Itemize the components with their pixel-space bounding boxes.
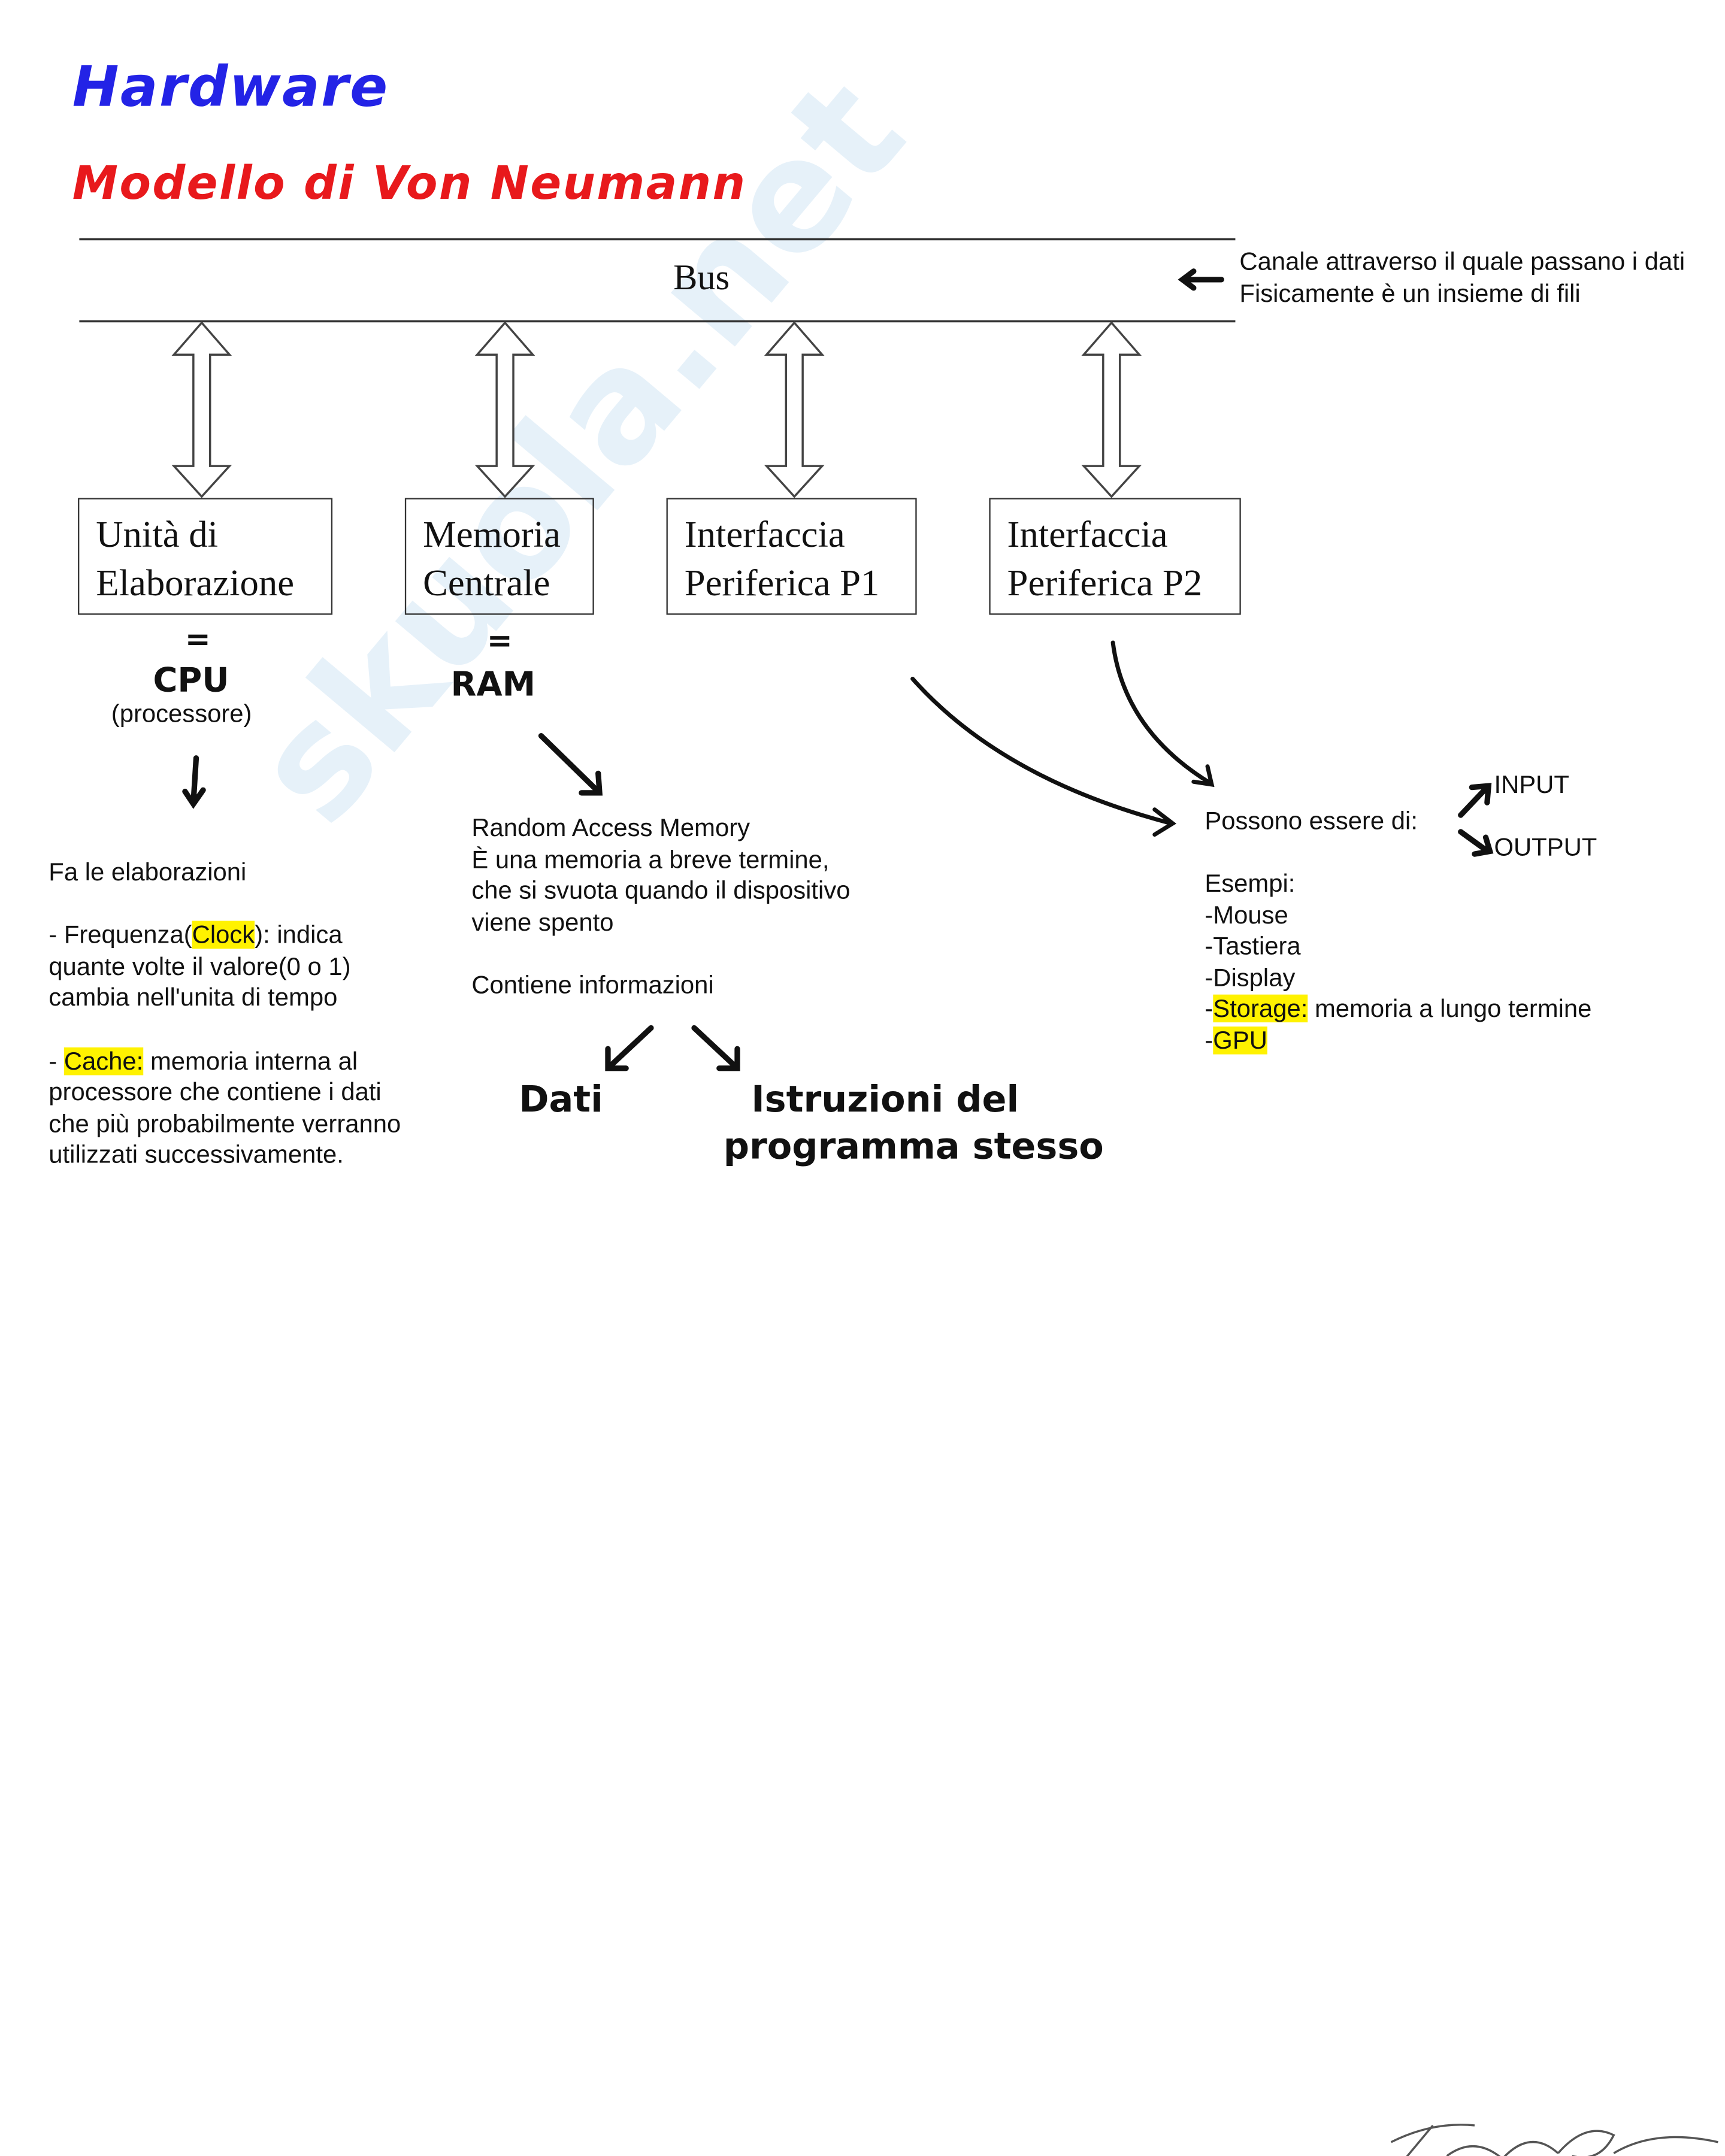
curved-arrow-icon [910, 676, 1177, 837]
ram-notes: Random Access Memory È una memoria a bre… [471, 812, 850, 1001]
double-arrow-icon [171, 321, 232, 498]
arrow-down-right-icon [1458, 829, 1494, 857]
box-central-memory: Memoria Centrale [404, 498, 594, 615]
bus-note-line1: Canale attraverso il quale passano i dat… [1239, 247, 1685, 275]
section-title: Modello di Von Neumann [72, 156, 747, 210]
bus-label: Bus [673, 257, 730, 298]
note-line: -GPU [1205, 1026, 1267, 1055]
arrow-left-icon [1178, 268, 1224, 291]
branch-instructions-l2: programma stesso [723, 1127, 1104, 1168]
highlight: Cache: [63, 1046, 144, 1075]
box-label: Centrale [423, 562, 550, 604]
bus-note-line2: Fisicamente è un insieme di fili [1239, 279, 1581, 308]
note-line: cambia nell'unita di tempo [49, 983, 338, 1012]
note-line: - Cache: memoria interna al [49, 1046, 358, 1075]
note-line: - Frequenza(Clock): indica [49, 920, 343, 949]
box-label: Elaborazione [96, 562, 295, 604]
box-label: Interfaccia [1007, 513, 1168, 555]
box-peripheral-p1: Interfaccia Periferica P1 [666, 498, 917, 615]
cpu-sub: (processore) [111, 700, 252, 728]
cpu-equals: = [184, 623, 211, 658]
note-line: -Display [1205, 964, 1296, 992]
arrow-up-right-icon [1458, 783, 1492, 818]
input-label: INPUT [1494, 770, 1569, 799]
arrow-down-left-icon [605, 1025, 654, 1071]
note-line: quante volte il valore(0 o 1) [49, 952, 351, 980]
highlight: Clock [192, 920, 255, 949]
note-line: viene spento [471, 908, 614, 936]
note-line: processore che contiene i dati [49, 1078, 382, 1106]
box-label: Periferica P2 [1007, 562, 1203, 604]
note-line: È una memoria a breve termine, [471, 845, 830, 873]
double-arrow-icon [764, 321, 825, 498]
note-line: -Tastiera [1205, 932, 1301, 961]
box-peripheral-p2: Interfaccia Periferica P2 [989, 498, 1241, 615]
note-line: che più probabilmente verranno [49, 1109, 401, 1138]
peripherals-intro: Possono essere di: [1205, 807, 1418, 835]
highlight: Storage: [1213, 995, 1308, 1023]
double-arrow-icon [474, 321, 535, 498]
branch-data: Dati [519, 1079, 603, 1122]
note-line: -Mouse [1205, 901, 1288, 929]
note-line: Random Access Memory [471, 813, 750, 842]
note-line: Contiene informazioni [471, 971, 714, 999]
box-label: Interfaccia [684, 513, 845, 555]
ram-label: RAM [450, 665, 536, 704]
double-arrow-icon [1081, 321, 1142, 498]
box-processing-unit: Unità di Elaborazione [78, 498, 333, 615]
box-label: Unità di [96, 513, 219, 555]
cpu-notes: Fa le elaborazioni - Frequenza(Clock): i… [49, 857, 401, 1171]
signature [1390, 2124, 1718, 2156]
arrow-down-icon [182, 755, 206, 809]
note-line: Fa le elaborazioni [49, 858, 247, 886]
arrow-down-right-icon [691, 1025, 740, 1071]
box-label: Periferica P1 [684, 562, 880, 604]
note-line: -Storage: memoria a lungo termine [1205, 995, 1592, 1023]
cpu-label: CPU [153, 661, 229, 700]
box-label: Memoria [423, 513, 561, 555]
peripheral-examples: Esempi: -Mouse -Tastiera -Display -Stora… [1205, 868, 1591, 1056]
note-line: utilizzati successivamente. [49, 1141, 344, 1169]
page-title: Hardware [72, 55, 389, 120]
curved-arrow-icon [1110, 640, 1215, 788]
highlight: GPU [1213, 1026, 1267, 1055]
note-line: che si svuota quando il dispositivo [471, 876, 851, 905]
note-line: Esempi: [1205, 869, 1296, 898]
arrow-down-right-icon [538, 733, 603, 796]
branch-instructions-l1: Istruzioni del [751, 1079, 1019, 1122]
output-label: OUTPUT [1494, 833, 1597, 861]
ram-equals: = [486, 624, 513, 659]
